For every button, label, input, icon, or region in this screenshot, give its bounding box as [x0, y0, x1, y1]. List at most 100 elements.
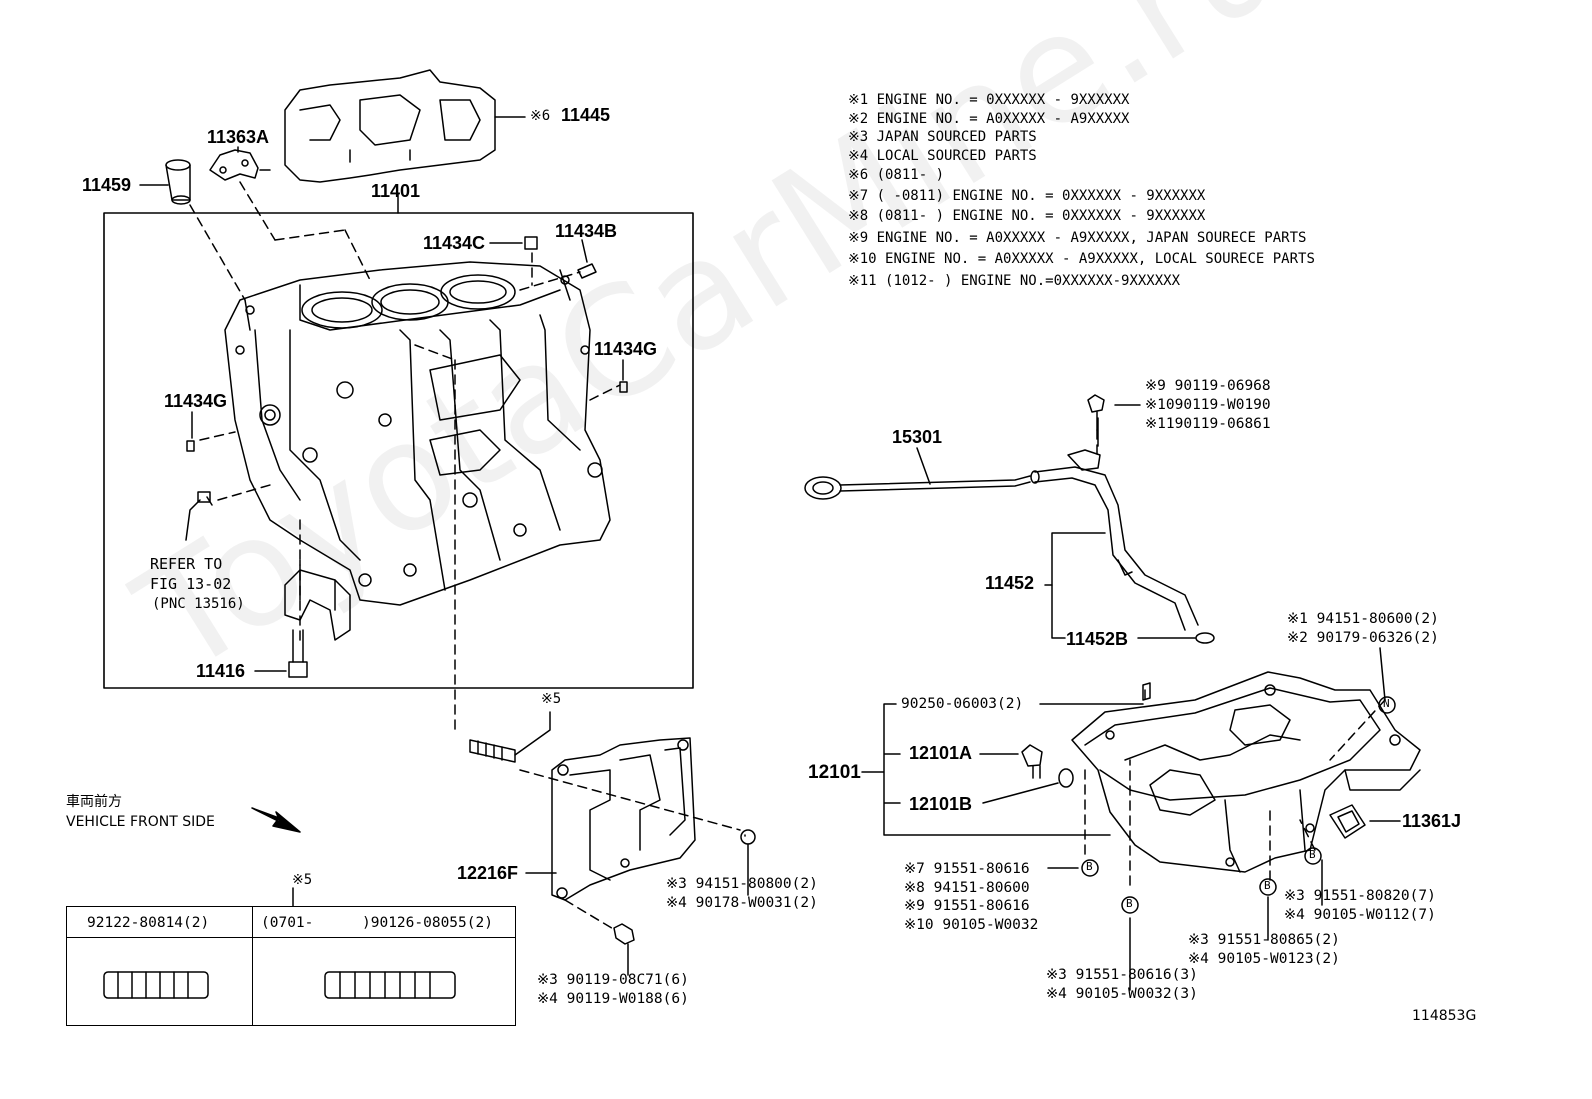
refer-line-3: (PNC 13516): [152, 596, 245, 612]
gasket-12101B: [1058, 768, 1074, 788]
leader-mark5: [514, 711, 551, 756]
label-15301: 15301: [892, 427, 943, 447]
marker-b-1: B: [1086, 860, 1093, 873]
pan-bolt-bottom-2: ※4 90105-W0032(3): [1046, 986, 1198, 1002]
pan-bolt-mid-2: ※4 90105-W0123(2): [1188, 951, 1340, 967]
marker-circles: [1081, 696, 1396, 914]
stud-table: 92122-80814(2) (0701- )90126-08055(2): [66, 906, 516, 1026]
label-11434C: 11434C: [423, 233, 486, 253]
marker-n: N: [1383, 697, 1390, 710]
label-11363A: 11363A: [207, 127, 270, 147]
hose-fitting: [197, 491, 211, 503]
leader-15301: [916, 447, 931, 485]
leader-11452B-bracket: [1051, 584, 1066, 639]
note-11: ※11 (1012- ) ENGINE NO.=0XXXXXX-9XXXXXX: [848, 273, 1181, 289]
label-90250: 90250-06003(2): [901, 696, 1024, 712]
note-1: ※1 ENGINE NO. = 0XXXXXX - 9XXXXXX: [848, 92, 1130, 108]
pin-11434G-left: [186, 440, 195, 452]
guide-11452-drawing: [1030, 449, 1199, 631]
mark-11445: ※6: [530, 108, 551, 124]
label-12216F: 12216F: [457, 863, 519, 883]
note-3: ※3 JAPAN SOURCED PARTS: [848, 129, 1037, 145]
pan-top-line-1: ※1 94151-80600(2): [1287, 611, 1439, 627]
pan-bolt-left-1: ※7 91551-80616: [904, 861, 1030, 877]
pan-bolt-right-2: ※4 90105-W0112(7): [1284, 907, 1436, 923]
label-11445: 11445: [561, 105, 611, 125]
oil-pan-drawing: [1071, 671, 1421, 873]
drain-plug-12101A-drawing: [1021, 744, 1043, 779]
plate-nut-line-2: ※4 90178-W0031(2): [666, 895, 818, 911]
plate-nut: [740, 829, 756, 845]
stud-drawing-left: [103, 971, 209, 999]
note-7: ※7 ( -0811) ENGINE NO. = 0XXXXXX - 9XXXX…: [848, 188, 1206, 204]
dipstick-bolt: [1087, 394, 1105, 431]
note-2: ※2 ENGINE NO. = A0XXXXX - A9XXXXX: [848, 111, 1130, 127]
bearing-cap-drawing: [284, 569, 351, 641]
bracket-12101: [861, 703, 1111, 836]
label-12101: 12101: [808, 762, 861, 783]
pan-bolt-left-4: ※10 90105-W0032: [904, 917, 1039, 933]
refer-line-2: FIG 13-02: [150, 575, 232, 593]
note-6: ※6 (0811- ): [848, 167, 945, 183]
mark-5-stud: ※5: [541, 691, 562, 707]
label-11452B: 11452B: [1066, 629, 1129, 649]
label-12101B: 12101B: [909, 794, 973, 814]
plate-nut-line-1: ※3 94151-80800(2): [666, 876, 818, 892]
dashed-guides: [189, 181, 1386, 931]
vehicle-front-jp: 車両前方: [66, 794, 122, 810]
plate-bolt-line-2: ※4 90119-W0188(6): [537, 991, 689, 1007]
plate-12216F-drawing: [551, 737, 696, 901]
pin-11434G-right: [619, 381, 628, 393]
marker-b-4: B: [1309, 848, 1316, 861]
label-11459: 11459: [82, 175, 132, 195]
label-11434G-right: 11434G: [594, 339, 658, 359]
front-arrow: [251, 807, 301, 833]
dipstick-15301-drawing: [804, 475, 1031, 500]
bracket-11363A-drawing: [209, 146, 259, 181]
note-8: ※8 (0811- ) ENGINE NO. = 0XXXXXX - 9XXXX…: [848, 208, 1206, 224]
pan-plug-90250: [1142, 682, 1151, 701]
label-12101A: 12101A: [909, 743, 973, 763]
label-11452: 11452: [985, 573, 1035, 593]
stud-5-drawing: [469, 739, 516, 763]
pan-bolt-bottom-1: ※3 91551-80616(3): [1046, 967, 1198, 983]
pipe-11459-drawing: [165, 159, 191, 205]
pan-bolt-left-3: ※9 91551-80616: [904, 898, 1030, 914]
pin-11434C: [524, 236, 538, 250]
dipstick-bolt-line-3: ※1190119-06861: [1145, 416, 1271, 432]
leader-11452: [1044, 532, 1106, 586]
label-11434G-left: 11434G: [164, 391, 228, 411]
dipstick-bolt-line-1: ※9 90119-06968: [1145, 378, 1271, 394]
pin-11434B: [577, 263, 597, 279]
insulator-11445-drawing: [284, 69, 526, 183]
plate-bolt-drawing: [613, 923, 635, 976]
stud-table-col1: 92122-80814(2): [87, 915, 210, 931]
note-4: ※4 LOCAL SOURCED PARTS: [848, 148, 1037, 164]
pan-bolt-left-2: ※8 94151-80600: [904, 880, 1030, 896]
label-11416: 11416: [196, 661, 246, 681]
marker-b-2: B: [1126, 897, 1133, 910]
pan-bolt-mid-1: ※3 91551-80865(2): [1188, 932, 1340, 948]
hose-refer: [185, 496, 213, 541]
strainer-11361J-drawing: [1329, 804, 1366, 839]
refer-line-1: REFER TO: [150, 555, 223, 573]
mark-5-table: ※5: [292, 872, 313, 888]
pan-top-line-2: ※2 90179-06326(2): [1287, 630, 1439, 646]
stud-table-col2: )90126-08055(2): [362, 915, 493, 931]
label-11434B: 11434B: [555, 221, 618, 241]
stud-table-range: (0701-: [261, 915, 314, 931]
stud-drawing-right: [324, 971, 456, 999]
marker-b-3: B: [1264, 879, 1271, 892]
plate-bolt-line-1: ※3 90119-08C71(6): [537, 972, 689, 988]
vehicle-front-en: VEHICLE FRONT SIDE: [66, 814, 215, 830]
dipstick-bolt-line-2: ※1090119-W0190: [1145, 397, 1271, 413]
cylinder-block-drawing: [224, 261, 611, 606]
pan-bolt-right-1: ※3 91551-80820(7): [1284, 888, 1436, 904]
o-ring-11452B: [1195, 632, 1215, 644]
note-10: ※10 ENGINE NO. = A0XXXXX - A9XXXXX, LOCA…: [848, 251, 1315, 267]
label-11401: 11401: [371, 181, 421, 201]
figure-code: 114853G: [1412, 1008, 1477, 1024]
note-9: ※9 ENGINE NO. = A0XXXXX - A9XXXXX, JAPAN…: [848, 230, 1307, 246]
label-11361J: 11361J: [1402, 811, 1462, 831]
